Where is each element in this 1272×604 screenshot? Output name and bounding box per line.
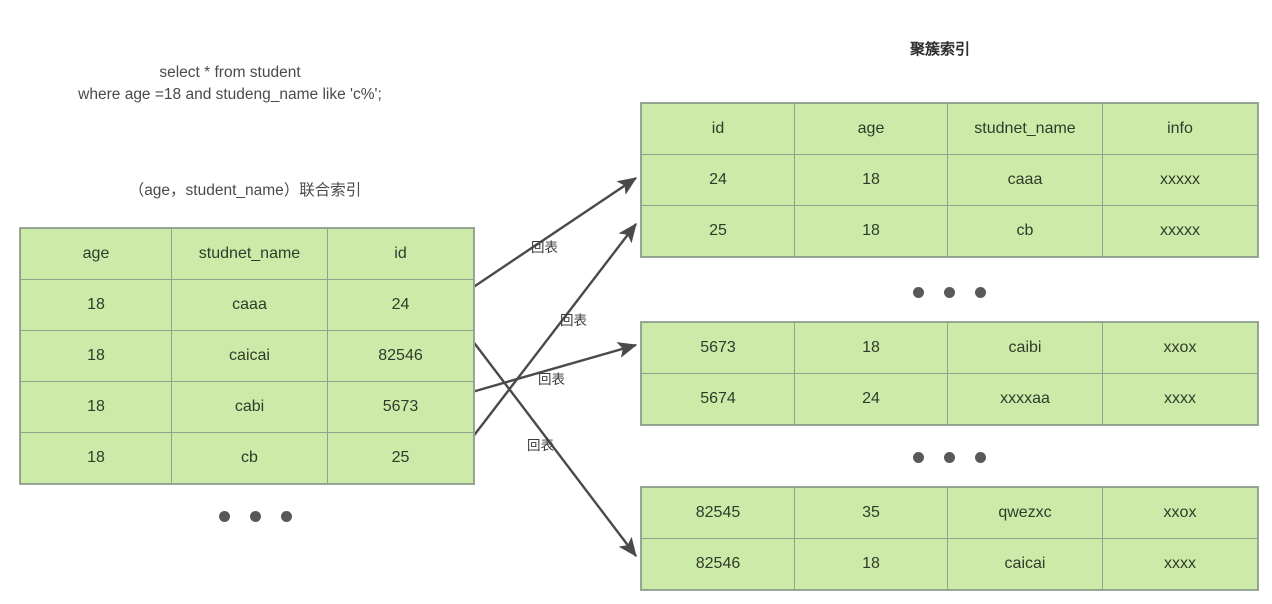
cell-id: 5673 [327, 381, 474, 433]
cell-name: xxxxaa [947, 373, 1103, 425]
table-row: 5673 18 caibi xxox [641, 322, 1258, 374]
cell-name: qwezxc [947, 487, 1103, 539]
header-cell-age: age [794, 103, 948, 155]
arrow-label-back-to-table-1: 回表 [531, 240, 558, 255]
ellipsis-left [219, 511, 292, 522]
table-row: 18 cabi 5673 [20, 381, 474, 433]
cell-age: 18 [20, 330, 172, 382]
cell-age: 18 [20, 381, 172, 433]
arrow-row1-to-id24 [471, 177, 637, 289]
header-cell-studnet-name: studnet_name [171, 228, 328, 280]
arrow-row4-to-id25 [471, 223, 637, 439]
arrow-label-back-to-table-4: 回表 [527, 438, 554, 453]
cell-info: xxox [1102, 487, 1258, 539]
cell-info: xxxxx [1102, 154, 1258, 206]
table-row: 18 cb 25 [20, 432, 474, 484]
table-row: 5674 24 xxxxaa xxxx [641, 373, 1258, 425]
arrow-label-back-to-table-3: 回表 [538, 372, 565, 387]
clustered-index-table-2: 5673 18 caibi xxox 5674 24 xxxxaa xxxx [641, 322, 1258, 425]
header-cell-studnet-name: studnet_name [947, 103, 1103, 155]
dot [944, 452, 955, 463]
secondary-index-table: age studnet_name id 18 caaa 24 18 caicai… [20, 228, 474, 484]
dot [975, 452, 986, 463]
cell-id: 24 [641, 154, 795, 206]
dot [944, 287, 955, 298]
cell-name: cabi [171, 381, 328, 433]
cell-id: 82546 [327, 330, 474, 382]
clustered-index-table-3: 82545 35 qwezxc xxox 82546 18 caicai xxx… [641, 487, 1258, 590]
sql-query-text: select * from student where age =18 and … [60, 62, 400, 106]
cell-id: 25 [327, 432, 474, 484]
dot [913, 287, 924, 298]
cell-age: 18 [794, 322, 948, 374]
table-row: 82545 35 qwezxc xxox [641, 487, 1258, 539]
cell-name: caicai [947, 538, 1103, 590]
arrow-row2-to-id82546 [471, 339, 637, 557]
arrow-label-back-to-table-2: 回表 [560, 313, 587, 328]
cell-id: 25 [641, 205, 795, 257]
cell-name: caaa [171, 279, 328, 331]
sql-query-line-1: select * from student [159, 64, 301, 81]
cell-id: 82545 [641, 487, 795, 539]
cell-age: 18 [794, 205, 948, 257]
cell-id: 5674 [641, 373, 795, 425]
arrow-row3-to-id5673 [471, 342, 638, 394]
cell-age: 18 [20, 432, 172, 484]
cell-age: 18 [20, 279, 172, 331]
cell-id: 82546 [641, 538, 795, 590]
cell-id: 24 [327, 279, 474, 331]
table-row: 25 18 cb xxxxx [641, 205, 1258, 257]
cell-name: cb [171, 432, 328, 484]
ellipsis-right-2 [913, 452, 986, 463]
header-cell-id: id [327, 228, 474, 280]
cell-info: xxox [1102, 322, 1258, 374]
dot [219, 511, 230, 522]
header-cell-id: id [641, 103, 795, 155]
cell-name: caaa [947, 154, 1103, 206]
cell-age: 35 [794, 487, 948, 539]
cell-name: caibi [947, 322, 1103, 374]
sql-query-line-2: where age =18 and studeng_name like 'c%'… [78, 86, 382, 103]
table-row: 18 caaa 24 [20, 279, 474, 331]
clustered-index-table-1: id age studnet_name info 24 18 caaa xxxx… [641, 103, 1258, 257]
composite-index-caption: （age，student_name）联合索引 [128, 182, 362, 199]
cell-id: 5673 [641, 322, 795, 374]
cell-age: 24 [794, 373, 948, 425]
header-cell-info: info [1102, 103, 1258, 155]
dot [250, 511, 261, 522]
cell-age: 18 [794, 154, 948, 206]
clustered-index-caption: 聚簇索引 [909, 41, 970, 58]
cell-info: xxxxx [1102, 205, 1258, 257]
cell-info: xxxx [1102, 373, 1258, 425]
dot [281, 511, 292, 522]
cell-name: caicai [171, 330, 328, 382]
dot [913, 452, 924, 463]
cell-name: cb [947, 205, 1103, 257]
header-cell-age: age [20, 228, 172, 280]
dot [975, 287, 986, 298]
table-header-row: id age studnet_name info [641, 103, 1258, 155]
table-row: 24 18 caaa xxxxx [641, 154, 1258, 206]
table-header-row: age studnet_name id [20, 228, 474, 280]
cell-age: 18 [794, 538, 948, 590]
cell-info: xxxx [1102, 538, 1258, 590]
table-row: 82546 18 caicai xxxx [641, 538, 1258, 590]
ellipsis-right-1 [913, 287, 986, 298]
table-row: 18 caicai 82546 [20, 330, 474, 382]
